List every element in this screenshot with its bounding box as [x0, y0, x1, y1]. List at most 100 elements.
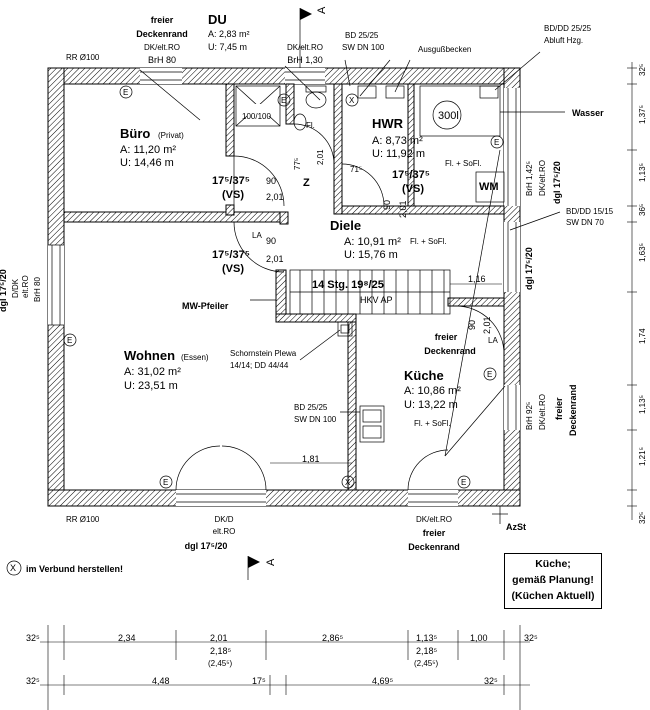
label-door201-2: 2,01	[398, 200, 408, 218]
room-hwr-perimeter: U: 11,92 m	[372, 148, 425, 160]
bottom-dim-value: 32⁵	[26, 633, 40, 643]
room-buero-perimeter: U: 14,46 m	[120, 157, 174, 169]
label-ausguss: Ausgußbecken	[418, 45, 471, 54]
label-bddd: BD/DD 25/25	[544, 24, 592, 33]
label-left-elt: elt.RO	[21, 275, 30, 298]
label-la: LA	[252, 231, 262, 240]
bottom-dim-value: 2,86⁵	[322, 633, 344, 643]
label-brh80: BrH 80	[148, 55, 176, 65]
label-mw-pfeiler: MW-Pfeiler	[182, 301, 229, 311]
label-vs1-ratio: 17⁵/37⁵	[212, 175, 250, 187]
label-hkv: HKV AP	[360, 295, 393, 305]
label-fl: Fl.	[306, 121, 315, 130]
right-dim-value: 1,21⁵	[638, 447, 647, 466]
labels: freier Deckenrand DK/elt.RO BrH 80 DU A:…	[0, 6, 614, 574]
legend-verbund-text: im Verbund herstellen!	[26, 564, 123, 574]
label-bottom-deckenrand: Deckenrand	[408, 542, 460, 552]
room-diele-area: A: 10,91 m²	[344, 236, 401, 248]
room-buero-note: (Privat)	[158, 131, 184, 140]
room-buero-name: Büro	[120, 126, 150, 141]
leader-lines	[139, 51, 565, 457]
label-sw100-mid: SW DN 100	[294, 415, 337, 424]
label-bddd1515: BD/DD 15/15	[566, 207, 614, 216]
label-sw100-top: SW DN 100	[342, 43, 385, 52]
right-dim-value: 32⁵	[638, 64, 647, 76]
room-buero-area: A: 11,20 m²	[120, 144, 176, 156]
bottom-dim-value: 32⁵	[26, 676, 40, 686]
label-sw70: SW DN 70	[566, 218, 604, 227]
label-bottom-freier: freier	[423, 528, 446, 538]
label-bottom-dkd: DK/D	[214, 515, 233, 524]
bottom-dim-value: 2,01	[210, 633, 228, 643]
right-dimension-values: 32⁵ 1,37⁵ 1,13⁵ 36⁵ 1,63⁵ 1,74 1,13⁵ 1,2…	[638, 64, 647, 524]
label-door201-3: 2,01	[266, 254, 284, 264]
label-fl-sofl-3: Fl. + SoFl.	[414, 419, 451, 428]
label-bd25-top: BD 25/25	[345, 31, 379, 40]
room-wohnen-area: A: 31,02 m²	[124, 366, 181, 378]
section-markers	[247, 8, 508, 580]
label-vs1: (VS)	[222, 189, 244, 201]
label-freier-kueche: freier	[435, 332, 458, 342]
right-dim-value: 36⁵	[638, 204, 647, 216]
label-right-dgl-1: dgl 17⁵/20	[552, 161, 562, 204]
marker-x: X	[345, 478, 351, 487]
room-hwr-name: HWR	[372, 116, 404, 131]
room-wohnen-name: Wohnen	[124, 348, 175, 363]
right-dim-value: 1,13⁵	[638, 163, 647, 182]
bottom-dimension-chains	[40, 283, 530, 710]
label-vs3-ratio: 17⁵/37⁵	[212, 249, 250, 261]
marker-e: E	[461, 478, 466, 487]
label-dim-181: 1,81	[302, 454, 320, 464]
legend-x-mark: X	[10, 563, 16, 573]
room-wohnen-note: (Essen)	[181, 353, 209, 362]
staircase	[289, 269, 451, 315]
label-schornstein: Schornstein Plewa	[230, 349, 297, 358]
label-rr-bottom: RR Ø100	[66, 515, 100, 524]
label-door90-1: 90	[266, 176, 276, 186]
label-dk-elt-ro-1: DK/elt.RO	[144, 43, 180, 52]
label-deckenrand-top: Deckenrand	[136, 29, 188, 39]
label-kueche-door201: 2,01	[482, 316, 492, 334]
bottom-dim-value: 2,34	[118, 633, 136, 643]
label-section-a-bottom: A	[265, 558, 277, 566]
label-wm: WM	[479, 181, 499, 193]
bottom-dim-value: 1,13⁵	[416, 633, 438, 643]
label-door90-2: 90	[382, 200, 392, 210]
label-wasser: Wasser	[572, 108, 604, 118]
bottom-dim-value: 4,69⁵	[372, 676, 394, 686]
door-swings	[175, 123, 505, 491]
room-kueche-perimeter: U: 13,22 m	[404, 399, 458, 411]
label-bottom-eltro: elt.RO	[213, 527, 236, 536]
bottom-dim-sub: (2,45⁵)	[208, 659, 233, 668]
label-du-door-201: 2,01	[316, 149, 325, 165]
marker-e: E	[281, 96, 286, 105]
label-left-brh: BrH 80	[33, 277, 42, 302]
room-du-name: DU	[208, 12, 227, 27]
bottom-dim-value: 1,00	[470, 633, 488, 643]
marker-e: E	[163, 478, 168, 487]
right-dim-value: 1,13⁵	[638, 395, 647, 414]
label-right-dk: DK/elt.RO	[538, 160, 547, 196]
label-rr-top: RR Ø100	[66, 53, 100, 62]
label-bottom-dgl: dgl 17⁵/20	[185, 541, 228, 551]
marker-e: E	[123, 88, 128, 97]
label-section-a-top: A	[316, 6, 328, 14]
label-left-dk: D/DK	[11, 278, 20, 298]
fixtures	[235, 85, 505, 443]
room-du-perimeter: U: 7,45 m	[208, 42, 247, 52]
label-door90-3: 90	[266, 236, 276, 246]
label-right-brh142: BrH 1,42⁵	[525, 161, 534, 196]
kitchen-note-line: (Küchen Aktuell)	[511, 590, 595, 602]
marker-e: E	[487, 370, 492, 379]
label-fl-sofl-2: Fl. + SoFl.	[410, 237, 447, 246]
right-dim-value: 1,63⁵	[638, 243, 647, 262]
label-dk-elt-ro-2: DK/elt.RO	[287, 43, 323, 52]
room-diele-name: Diele	[330, 218, 361, 233]
label-right-dgl-2: dgl 17⁵/20	[524, 247, 534, 290]
bottom-dim-sub: 2,18⁵	[210, 646, 232, 656]
bottom-dim-value: 32⁵	[524, 633, 538, 643]
label-dim-775: 77⁵	[293, 158, 302, 170]
inner-walls	[63, 83, 505, 491]
right-dim-value: 32⁵	[638, 512, 647, 524]
label-kueche-door90: 90	[467, 320, 477, 330]
